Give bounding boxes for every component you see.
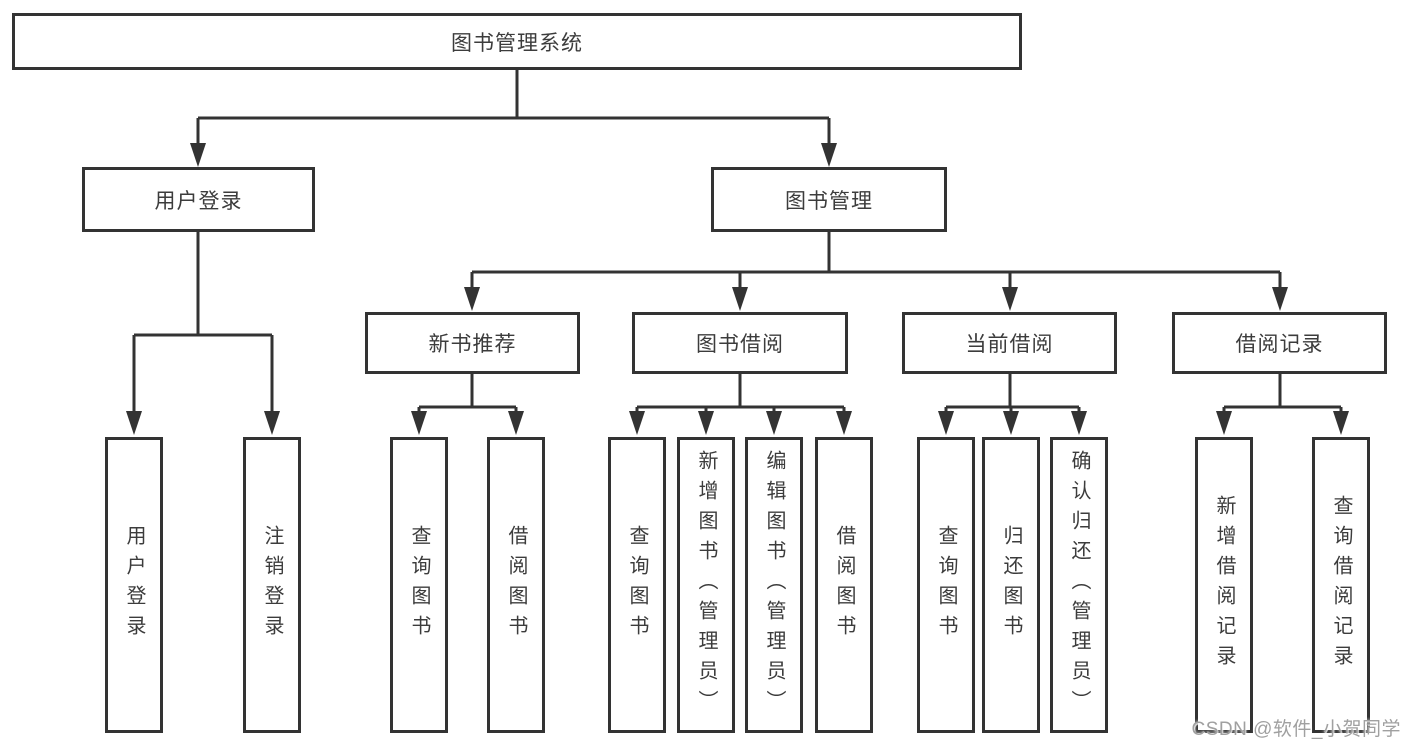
leaf-edit-book-admin: 编辑图书（管理员） — [745, 437, 803, 733]
leaf-user-login: 用户登录 — [105, 437, 163, 733]
leaf-logout: 注销登录 — [243, 437, 301, 733]
node-label: 用户登录 — [154, 189, 243, 213]
leaf-return-book: 归还图书 — [982, 437, 1040, 733]
leaf-label: 确认归还（管理员） — [1068, 450, 1090, 720]
node-borrowing-records: 借阅记录 — [1172, 312, 1387, 374]
leaf-add-book-admin: 新增图书（管理员） — [677, 437, 735, 733]
csdn-watermark: CSDN @软件_小贺同学 — [1191, 719, 1401, 740]
node-library-management-system: 图书管理系统 — [12, 13, 1022, 70]
leaf-label: 新增图书（管理员） — [695, 450, 717, 720]
node-label: 当前借阅 — [965, 333, 1054, 356]
node-book-borrowing: 图书借阅 — [632, 312, 848, 374]
node-new-book-recommendation: 新书推荐 — [365, 312, 580, 374]
leaf-label: 注销登录 — [261, 525, 283, 645]
leaf-borrow-books-recommend: 借阅图书 — [487, 437, 545, 733]
leaf-label: 新增借阅记录 — [1213, 495, 1235, 675]
leaf-query-borrow-record: 查询借阅记录 — [1312, 437, 1370, 733]
node-label: 新书推荐 — [428, 333, 517, 356]
leaf-label: 查询图书 — [408, 525, 430, 645]
leaf-add-borrow-record: 新增借阅记录 — [1195, 437, 1253, 733]
leaf-label: 查询图书 — [935, 525, 957, 645]
leaf-label: 查询借阅记录 — [1330, 495, 1352, 675]
leaf-label: 借阅图书 — [505, 525, 527, 645]
node-label: 借阅记录 — [1235, 333, 1324, 356]
node-book-management: 图书管理 — [711, 167, 947, 232]
arrowheads — [126, 143, 1349, 435]
leaf-query-books-recommend: 查询图书 — [390, 437, 448, 733]
leaf-query-books-borrowing: 查询图书 — [608, 437, 666, 733]
node-user-login: 用户登录 — [82, 167, 315, 232]
leaf-query-books-current: 查询图书 — [917, 437, 975, 733]
node-label: 图书管理 — [785, 189, 873, 213]
leaf-label: 归还图书 — [1000, 525, 1022, 645]
leaf-label: 编辑图书（管理员） — [763, 450, 785, 720]
leaf-borrow-books-borrowing: 借阅图书 — [815, 437, 873, 733]
leaf-label: 用户登录 — [123, 525, 145, 645]
node-label: 图书借阅 — [696, 333, 784, 356]
leaf-confirm-return-admin: 确认归还（管理员） — [1050, 437, 1108, 733]
node-current-borrowing: 当前借阅 — [902, 312, 1117, 374]
node-label: 图书管理系统 — [451, 31, 583, 55]
leaf-label: 查询图书 — [626, 525, 648, 645]
leaf-label: 借阅图书 — [833, 525, 855, 645]
